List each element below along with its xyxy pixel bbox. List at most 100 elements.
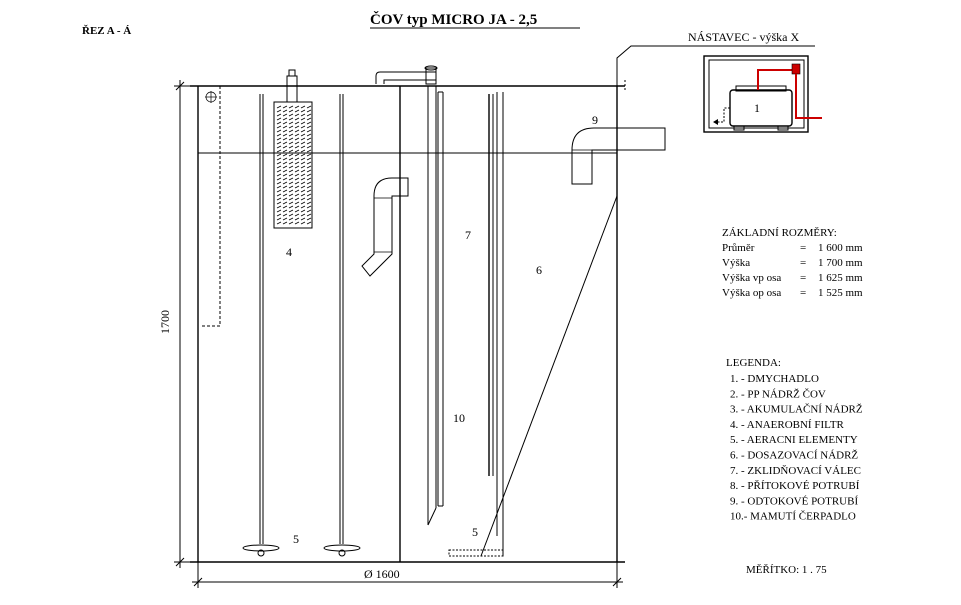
aeration-element-left — [242, 94, 280, 557]
anaerobic-filter — [273, 69, 313, 229]
filter-media-mark — [300, 105, 306, 109]
legend-item: 6. - DOSAZOVACÍ NÁDRŽ — [730, 450, 858, 462]
filter-media-mark — [300, 125, 306, 129]
filter-media-mark — [306, 161, 312, 165]
filter-media-mark — [276, 153, 282, 157]
filter-media-mark — [288, 189, 294, 193]
filter-media-mark — [300, 149, 306, 153]
filter-media-mark — [294, 177, 300, 181]
filter-media-mark — [294, 193, 300, 197]
filter-media-mark — [276, 221, 282, 225]
filter-media-mark — [288, 125, 294, 129]
filter-media-mark — [306, 173, 312, 177]
filter-media-mark — [276, 205, 282, 209]
filter-media-mark — [282, 153, 288, 157]
filter-media-mark — [276, 213, 282, 217]
filter-media-mark — [288, 113, 294, 117]
diameter-dimension-label: Ø 1600 — [364, 567, 400, 581]
filter-media-mark — [306, 201, 312, 205]
filter-media-mark — [276, 169, 282, 173]
filter-media-mark — [282, 109, 288, 113]
filter-media-mark — [300, 161, 306, 165]
filter-media-mark — [300, 113, 306, 117]
filter-media-mark — [288, 197, 294, 201]
legend-heading: LEGENDA: — [726, 357, 781, 369]
filter-media-mark — [294, 105, 300, 109]
filter-media-mark — [306, 145, 312, 149]
filter-media-mark — [276, 133, 282, 137]
filter-media-mark — [282, 105, 288, 109]
filter-media-mark — [276, 105, 282, 109]
filter-media-mark — [306, 197, 312, 201]
filter-media-mark — [282, 145, 288, 149]
filter-media-mark — [300, 193, 306, 197]
filter-media-mark — [306, 185, 312, 189]
callout-7: 7 — [465, 228, 471, 242]
base-dimension-label: Výška vp osa — [722, 272, 781, 284]
filter-media-mark — [276, 217, 282, 221]
filter-media-mark — [288, 145, 294, 149]
filter-media-mark — [306, 193, 312, 197]
filter-media-mark — [288, 153, 294, 157]
filter-media-mark — [288, 185, 294, 189]
filter-media-mark — [294, 165, 300, 169]
filter-media-mark — [282, 125, 288, 129]
filter-media-mark — [294, 221, 300, 225]
filter-media-mark — [300, 141, 306, 145]
section-label: ŘEZ A - Á — [82, 25, 131, 37]
filter-media-mark — [306, 125, 312, 129]
filter-media-mark — [294, 149, 300, 153]
filter-media-mark — [282, 149, 288, 153]
callout-10: 10 — [453, 411, 465, 425]
filter-media-mark — [276, 117, 282, 121]
filter-media-mark — [300, 145, 306, 149]
filter-media-mark — [276, 149, 282, 153]
filter-media-mark — [282, 193, 288, 197]
filter-media-mark — [288, 169, 294, 173]
filter-media-mark — [300, 121, 306, 125]
filter-media-mark — [276, 209, 282, 213]
filter-media-mark — [288, 213, 294, 217]
filter-media-mark — [288, 193, 294, 197]
filter-media-mark — [288, 149, 294, 153]
filter-media-mark — [294, 185, 300, 189]
filter-media-mark — [306, 113, 312, 117]
calming-cylinder — [488, 94, 494, 476]
filter-media-mark — [282, 173, 288, 177]
filter-media-mark — [300, 129, 306, 133]
callout-6: 6 — [536, 263, 542, 277]
aeration-element-middle — [323, 94, 361, 557]
settling-tank-wall — [480, 195, 618, 557]
filter-media-mark — [282, 121, 288, 125]
settling-pipe — [448, 92, 504, 557]
filter-media-mark — [294, 169, 300, 173]
filter-media-mark — [294, 141, 300, 145]
filter-media-mark — [276, 189, 282, 193]
filter-media-mark — [294, 213, 300, 217]
filter-media-mark — [294, 189, 300, 193]
filter-media-mark — [300, 221, 306, 225]
filter-media-mark — [294, 133, 300, 137]
filter-media-mark — [294, 125, 300, 129]
mammoth-pump — [427, 86, 444, 526]
filter-media-mark — [300, 201, 306, 205]
filter-media-mark — [294, 113, 300, 117]
legend-item: 9. - ODTOKOVÉ POTRUBÍ — [730, 495, 858, 507]
filter-media-mark — [306, 133, 312, 137]
filter-media-mark — [300, 169, 306, 173]
filter-media-mark — [300, 117, 306, 121]
filter-media-mark — [288, 217, 294, 221]
filter-media-mark — [306, 169, 312, 173]
filter-media-mark — [276, 141, 282, 145]
filter-media-mark — [282, 217, 288, 221]
filter-media-mark — [288, 129, 294, 133]
height-dimension-label: 1700 — [158, 310, 172, 334]
filter-media-mark — [282, 165, 288, 169]
filter-media-mark — [300, 217, 306, 221]
filter-media-mark — [300, 165, 306, 169]
base-dimension-value: 1 525 mm — [818, 287, 863, 299]
base-dimension-eq: = — [800, 242, 806, 254]
filter-media-mark — [306, 209, 312, 213]
filter-media-mark — [282, 129, 288, 133]
filter-media-mark — [288, 141, 294, 145]
